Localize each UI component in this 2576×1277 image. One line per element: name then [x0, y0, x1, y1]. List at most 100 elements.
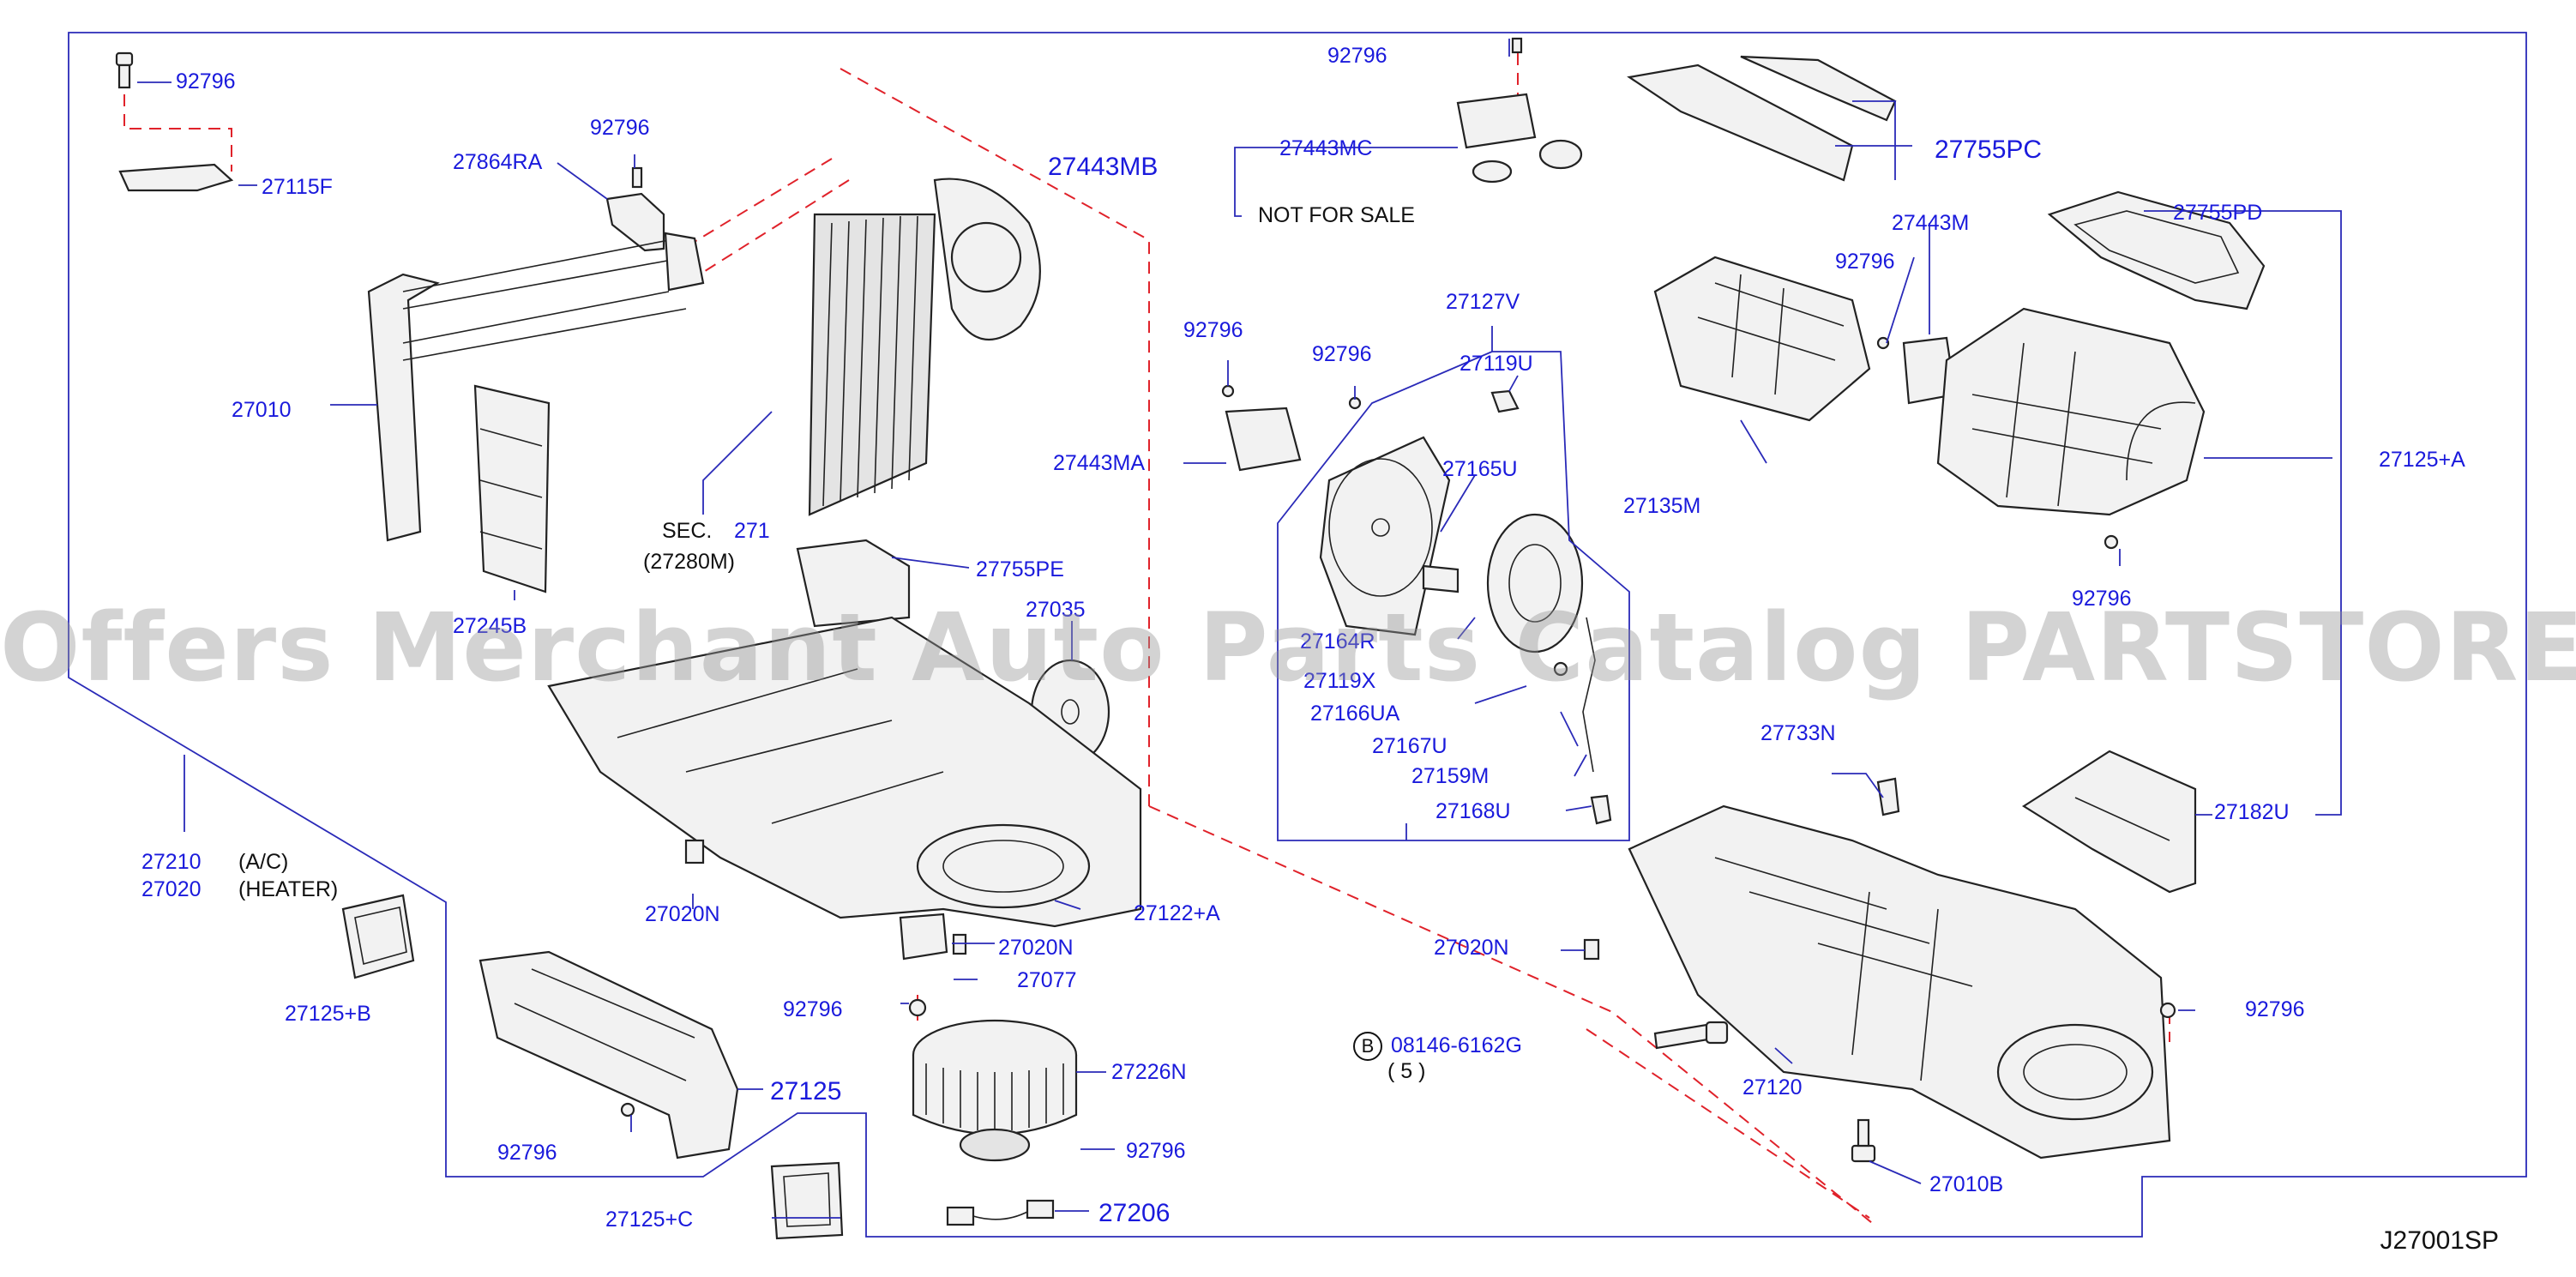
- clip-27020N-left: [684, 839, 705, 864]
- label-27443MB: 27443MB: [1048, 153, 1159, 181]
- label-27443MA: 27443MA: [1053, 451, 1146, 475]
- label-27245B: 27245B: [453, 614, 527, 638]
- duct-27182U: [2021, 750, 2197, 894]
- label-27020N: 27020N: [998, 936, 1074, 960]
- label-27125C: 27125+C: [605, 1208, 694, 1232]
- label-not-for-sale: NOT FOR SALE: [1258, 203, 1415, 227]
- intake-unit-27125A: [1936, 307, 2206, 516]
- duct-27755PE: [796, 539, 911, 628]
- label-27120: 27120: [1742, 1075, 1803, 1099]
- heater-unit-case: [547, 616, 1142, 928]
- bracket-27864RA: [605, 166, 665, 252]
- linkage-27119U: [1490, 389, 1520, 413]
- label-ac: (A/C): [238, 850, 289, 874]
- label-27020N: 27020N: [645, 902, 720, 926]
- label-heater: (HEATER): [238, 877, 339, 901]
- heater-unit-27120: [1628, 804, 2171, 1160]
- label-27115F: 27115F: [262, 175, 333, 199]
- label-27226N: 27226N: [1111, 1060, 1187, 1084]
- dash-bolt-link: [123, 94, 232, 172]
- label-92796: 92796: [783, 997, 843, 1021]
- bolt-letter-badge: B: [1353, 1032, 1382, 1061]
- clip-27020N-right: [1583, 938, 1600, 961]
- gasket-27125B: [341, 894, 415, 979]
- label-92796: 92796: [497, 1141, 557, 1165]
- label-92796: 92796: [1312, 342, 1372, 366]
- screw-92796-unit: [2159, 1002, 2176, 1019]
- section-outline-right: [1148, 805, 1877, 1227]
- label-27755PC: 27755PC: [1935, 136, 2043, 164]
- label-92796: 92796: [2245, 997, 2305, 1021]
- screw-92796-duct: [620, 1102, 635, 1117]
- label-27443M: 27443M: [1892, 211, 1970, 235]
- label-27010B: 27010B: [1929, 1172, 2004, 1196]
- label-sec: SEC.: [662, 519, 713, 543]
- label-27127V: 27127V: [1446, 290, 1520, 314]
- label-27755PD: 27755PD: [2173, 201, 2263, 225]
- label-27182U: 27182U: [2214, 800, 2290, 824]
- lever-27159M: [1553, 617, 1612, 825]
- screw-92796-intake: [2104, 534, 2119, 550]
- watermark: Offers Merchant Auto Parts Catalog PARTS…: [0, 593, 2576, 702]
- intake-case-27135M: [1653, 256, 1871, 422]
- label-92796: 92796: [2072, 587, 2132, 611]
- filter-27245B: [473, 384, 551, 593]
- section-outline-left: [668, 68, 1150, 806]
- label-27125B: 27125+B: [285, 1002, 371, 1026]
- label-92796: 92796: [590, 116, 650, 140]
- screw-92796-blower: [908, 998, 927, 1017]
- label-27135M: 27135M: [1623, 494, 1701, 518]
- actuator-27443MC: [1456, 37, 1583, 184]
- seal-27755PC: [1627, 55, 1897, 182]
- label-sec-part: (27280M): [643, 550, 735, 574]
- label-92796: 92796: [1327, 44, 1387, 68]
- cover-27164R: [1319, 436, 1451, 636]
- label-27755PE: 27755PE: [976, 557, 1064, 581]
- label-27165U: 27165U: [1442, 457, 1518, 481]
- label-92796: 92796: [1183, 318, 1243, 342]
- label-27167U: 27167U: [1372, 734, 1447, 758]
- label-92796: 92796: [1835, 250, 1895, 274]
- seal-27755PD: [2047, 190, 2266, 310]
- label-27020: 27020: [141, 877, 202, 901]
- resistor-27020N-27077: [899, 913, 967, 961]
- label-27864RA: 27864RA: [453, 150, 543, 174]
- label-27035: 27035: [1026, 598, 1086, 622]
- label-27119U: 27119U: [1460, 352, 1533, 376]
- label-27168U: 27168U: [1435, 799, 1511, 823]
- bolt-08146-6162G: [1653, 1021, 1729, 1050]
- harness-27206: [946, 1199, 1055, 1226]
- bracket-27115F: [118, 163, 234, 192]
- actuator-27443MA: [1221, 384, 1362, 472]
- blend-door-27165U: [1422, 513, 1584, 654]
- sensor-27733N: [1876, 777, 1900, 816]
- label-27164R: 27164R: [1300, 629, 1375, 654]
- label-27010: 27010: [232, 398, 292, 422]
- duct-27125: [478, 950, 739, 1160]
- label-27733N: 27733N: [1760, 721, 1836, 745]
- bolt-27010B: [1851, 1118, 1876, 1163]
- label-27020N: 27020N: [1434, 936, 1509, 960]
- label-sec-number: 271: [734, 519, 770, 543]
- leader-lines: [137, 39, 2342, 1219]
- diagram-code: J27001SP: [2380, 1226, 2499, 1255]
- label-27206: 27206: [1098, 1199, 1171, 1227]
- blower-motor-27226N: [912, 1019, 1078, 1162]
- label-27119X: 27119X: [1303, 669, 1376, 693]
- label-27210: 27210: [141, 850, 202, 874]
- label-27125A: 27125+A: [2379, 448, 2465, 472]
- label-92796: 92796: [1126, 1139, 1186, 1163]
- label-27077: 27077: [1017, 968, 1077, 992]
- evaporator-core-sec271: [808, 178, 1041, 516]
- label-92796: 92796: [176, 69, 236, 93]
- label-bolt-qty: ( 5 ): [1387, 1059, 1426, 1083]
- label-27166UA: 27166UA: [1310, 702, 1400, 726]
- label-27125: 27125: [770, 1077, 842, 1105]
- label-27122A: 27122+A: [1134, 901, 1220, 925]
- label-08146-6162G: 08146-6162G: [1391, 1033, 1522, 1057]
- gasket-27125C: [770, 1161, 844, 1240]
- label-27159M: 27159M: [1411, 764, 1490, 788]
- assembly-frame: [68, 32, 2527, 1238]
